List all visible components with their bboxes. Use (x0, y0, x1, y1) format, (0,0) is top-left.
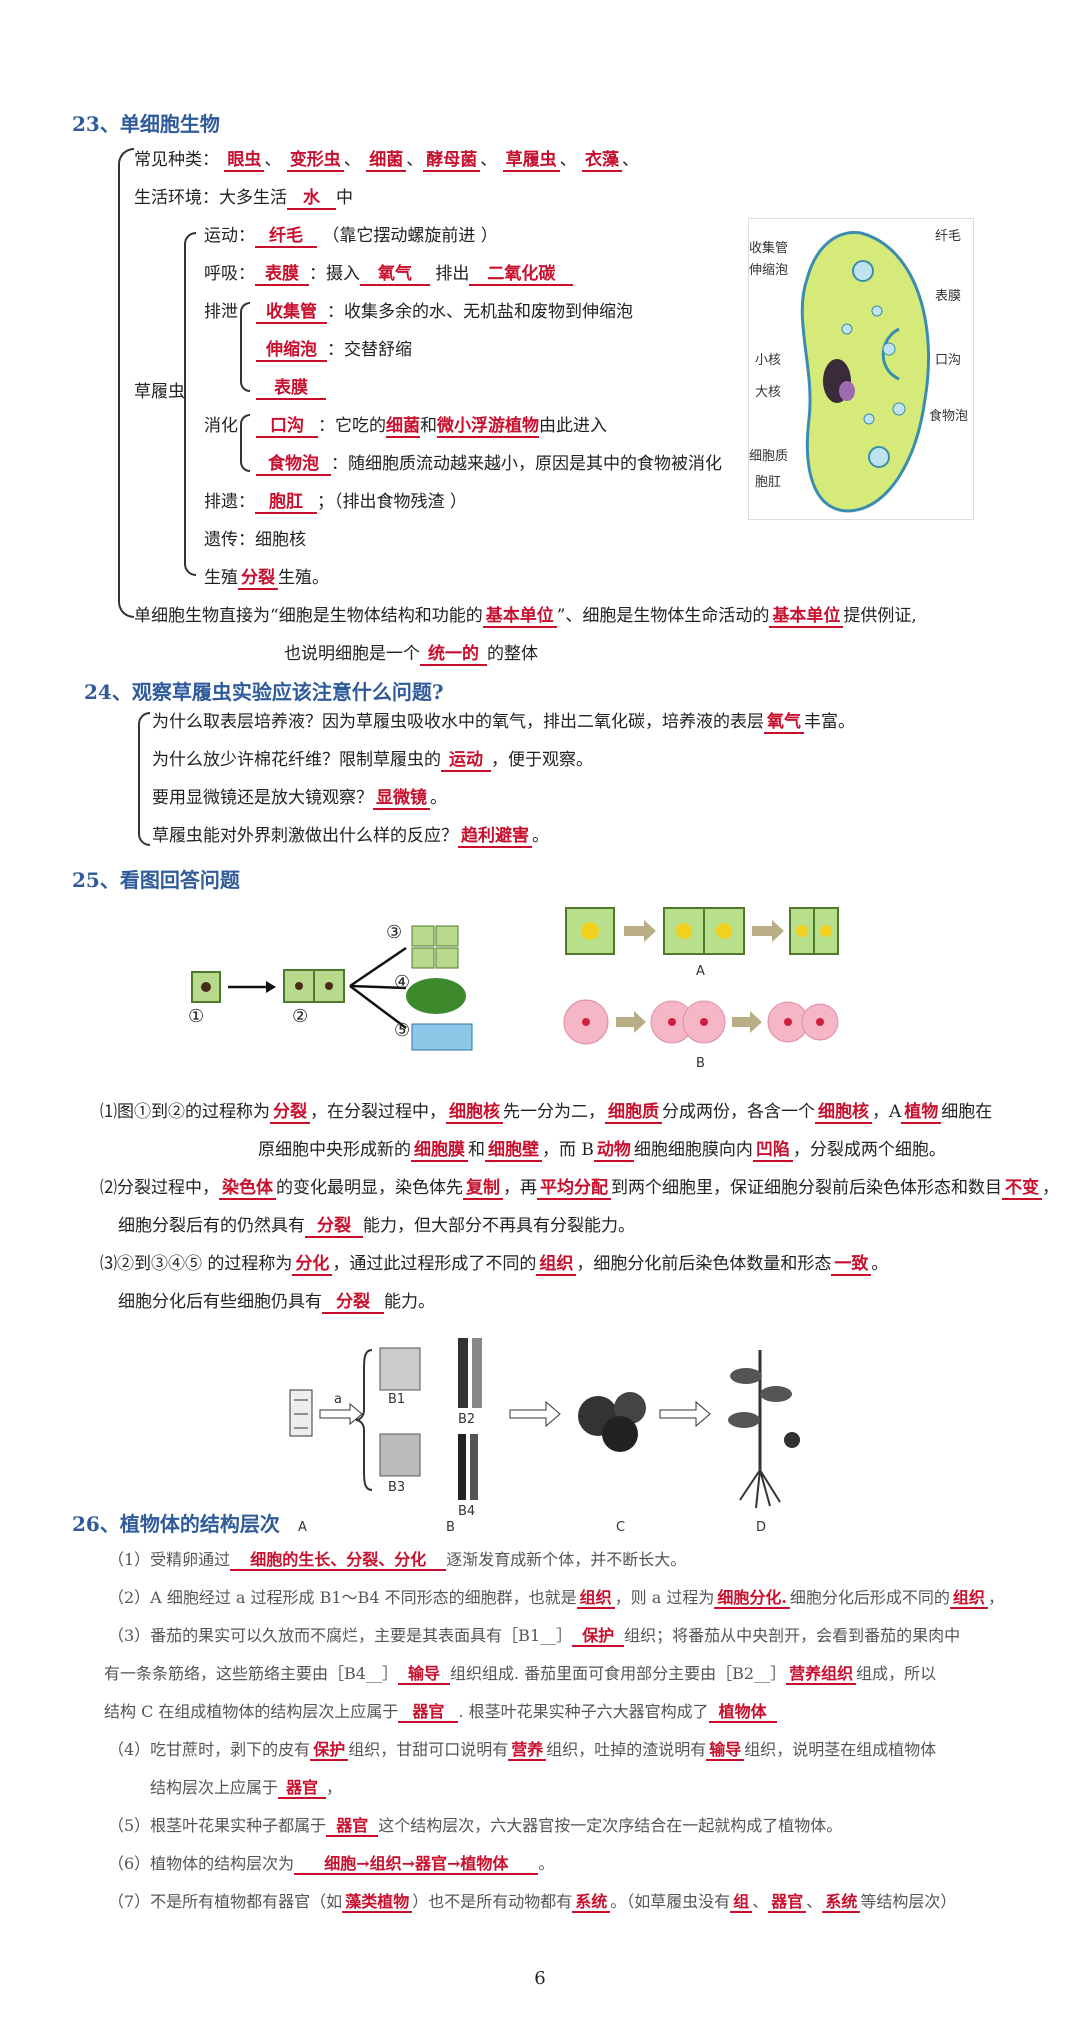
fig-label-macronucleus: 大核 (755, 385, 782, 400)
excretion-3: 表膜 (256, 376, 326, 400)
fig-label-b3: B3 (388, 1480, 406, 1495)
label-3: ③ (386, 922, 403, 943)
s26-p3-line1: （3）番茄的果实可以久放而不腐烂，主要是其表面具有［B1__］保护组织；将番茄从… (108, 1626, 961, 1647)
fig-label-A: A (298, 1520, 307, 1535)
section-23-title: 23、单细胞生物 (72, 112, 220, 136)
section-24-title: 24、观察草履虫实验应该注意什么问题? (84, 680, 444, 704)
summary-line-2: 也说明细胞是一个统一的的整体 (284, 644, 538, 666)
paramecium-figure: 纤毛 收集管 伸缩泡 表膜 小核 口沟 大核 食物泡 细胞质 胞肛 (748, 218, 974, 520)
q3-line: 要用显微镜还是放大镜观察？显微镜。 (152, 788, 447, 810)
excretion-2: 伸缩泡：交替舒缩 (256, 338, 412, 362)
excretion-1: 收集管：收集多余的水、无机盐和废物到伸缩泡 (256, 300, 633, 324)
fig-label-b2: B2 (458, 1412, 476, 1427)
s26-p2: （2）A 细胞经过 a 过程形成 B1～B4 不同形态的细胞群，也就是组织，则 … (108, 1588, 1004, 1609)
heredity-line: 遗传：细胞核 (204, 530, 306, 550)
fig-label-anal-pore: 胞肛 (755, 475, 782, 490)
s26-p3-line3: 结构 C 在组成植物体的结构层次上应属于器官. 根茎叶花果实种子六大器官构成了植… (104, 1700, 777, 1724)
movement-line: 运动：纤毛 （靠它摆动螺旋前进 ） (204, 226, 498, 248)
fig-label-micronucleus: 小核 (755, 353, 782, 368)
label-4: ④ (394, 972, 411, 993)
fig-label-cytoplasm: 细胞质 (749, 449, 789, 464)
section-24-brace (138, 712, 150, 846)
common-species-line: 常见种类： 眼虫、 变形虫、 细菌、酵母菌、 草履虫、 衣藻、 (134, 150, 640, 172)
digestion-2: 食物泡：随细胞质流动越来越小，原因是其中的食物被消化 (256, 452, 722, 476)
plant-structure-diagram: a B1 B2 B3 B4 (280, 1330, 840, 1530)
fig-label-a: A (696, 964, 705, 979)
s26-p4-line1: （4）吃甘蔗时，剥下的皮有保护组织，甘甜可口说明有营养组织，吐掉的渣说明有输导组… (108, 1740, 937, 1761)
digestion-1: 口沟：它吃的细菌和微小浮游植物由此进入 (256, 414, 607, 438)
fig-label-contractile-vacuole: 伸缩泡 (749, 263, 789, 278)
fig-label-b: B (696, 1056, 705, 1071)
fig-label-oral-groove: 口沟 (935, 353, 962, 368)
fig-label-C: C (616, 1520, 626, 1535)
digestion-brace (240, 414, 250, 472)
fig-label-D: D (756, 1520, 767, 1535)
fig-label-b1: B1 (388, 1392, 406, 1407)
excretion-label: 排泄 (204, 302, 238, 322)
egestion-line: 排遗：胞肛；（排出食物残渣 ） (204, 492, 467, 514)
s25-line-4: 细胞分裂后有的仍然具有分裂能力，但大部分不再具有分裂能力。 (118, 1216, 635, 1238)
s26-p5: （5）根茎叶花果实种子都属于器官这个结构层次，六大器官按一定次序结合在一起就构成… (108, 1816, 843, 1837)
s26-p3-line2: 有一条条筋络，这些筋络主要由［B4__］输导组织组成. 番茄里面可食用部分主要由… (104, 1664, 937, 1685)
fig-label-b4: B4 (458, 1504, 476, 1519)
fig-label-pellicle: 表膜 (935, 289, 962, 304)
breathing-line: 呼吸：表膜：摄入氧气 排出二氧化碳 (204, 262, 574, 286)
fig-label-cilia: 纤毛 (935, 229, 962, 244)
fig-label-collecting-tube: 收集管 (749, 241, 789, 256)
label-5: ⑤ (394, 1020, 411, 1041)
label-1: ① (188, 1006, 205, 1027)
section-25-title: 25、看图回答问题 (72, 868, 240, 892)
environment-line: 生活环境：大多生活水中 (134, 188, 353, 210)
page-number: 6 (534, 1968, 546, 1989)
excretion-brace (240, 302, 250, 392)
reproduction-line: 生殖分裂生殖。 (204, 568, 329, 590)
section-26-title: 26、植物体的结构层次 (72, 1512, 280, 1536)
s25-line-1: ⑴图①到②的过程称为分裂，在分裂过程中，细胞核先一分为二，细胞质分成两份，各含一… (100, 1102, 993, 1124)
s26-p4-line2: 结构层次上应属于器官， (150, 1778, 343, 1799)
paramecium-label: 草履虫 (134, 382, 185, 402)
q2-line: 为什么放少许棉花纤维？限制草履虫的运动，便于观察。 (152, 750, 593, 772)
cell-division-diagram: A B (560, 900, 840, 1080)
label-2: ② (292, 1006, 309, 1027)
fig-label-B: B (446, 1520, 455, 1535)
fig-label-process-a: a (334, 1392, 342, 1407)
summary-line-1: 单细胞生物直接为“细胞是生物体结构和功能的基本单位”、细胞是生物体生命活动的基本… (134, 606, 917, 628)
outer-brace (118, 148, 134, 618)
s25-line-3: ⑵分裂过程中，染色体的变化最明显，染色体先复制，再平均分配到两个细胞里，保证细胞… (100, 1178, 1059, 1200)
q4-line: 草履虫能对外界刺激做出什么样的反应？趋利避害。 (152, 826, 549, 848)
s25-line-5: ⑶②到③④⑤ 的过程称为分化，通过此过程形成了不同的组织，细胞分化前后染色体数量… (100, 1254, 889, 1276)
q1-line: 为什么取表层培养液？因为草履虫吸收水中的氧气，排出二氧化碳，培养液的表层氧气丰富… (152, 712, 855, 734)
inner-brace (184, 232, 196, 576)
s26-p6: （6）植物体的结构层次为细胞→组织→器官→植物体。 (108, 1854, 555, 1875)
s25-line-6: 细胞分化后有些细胞仍具有分裂能力。 (118, 1292, 435, 1314)
digestion-label: 消化 (204, 416, 238, 436)
fig-label-food-vacuole: 食物泡 (929, 409, 969, 424)
s26-p1: （1）受精卵通过细胞的生长、分裂、分化逐渐发育成新个体，并不断长大。 (108, 1550, 687, 1571)
s26-p7: （7）不是所有植物都有器官（如藻类植物）也不是所有动物都有系统。（如草履虫没有组… (108, 1892, 957, 1913)
differentiation-diagram: ① ② ③ ④ ⑤ (180, 916, 510, 1066)
